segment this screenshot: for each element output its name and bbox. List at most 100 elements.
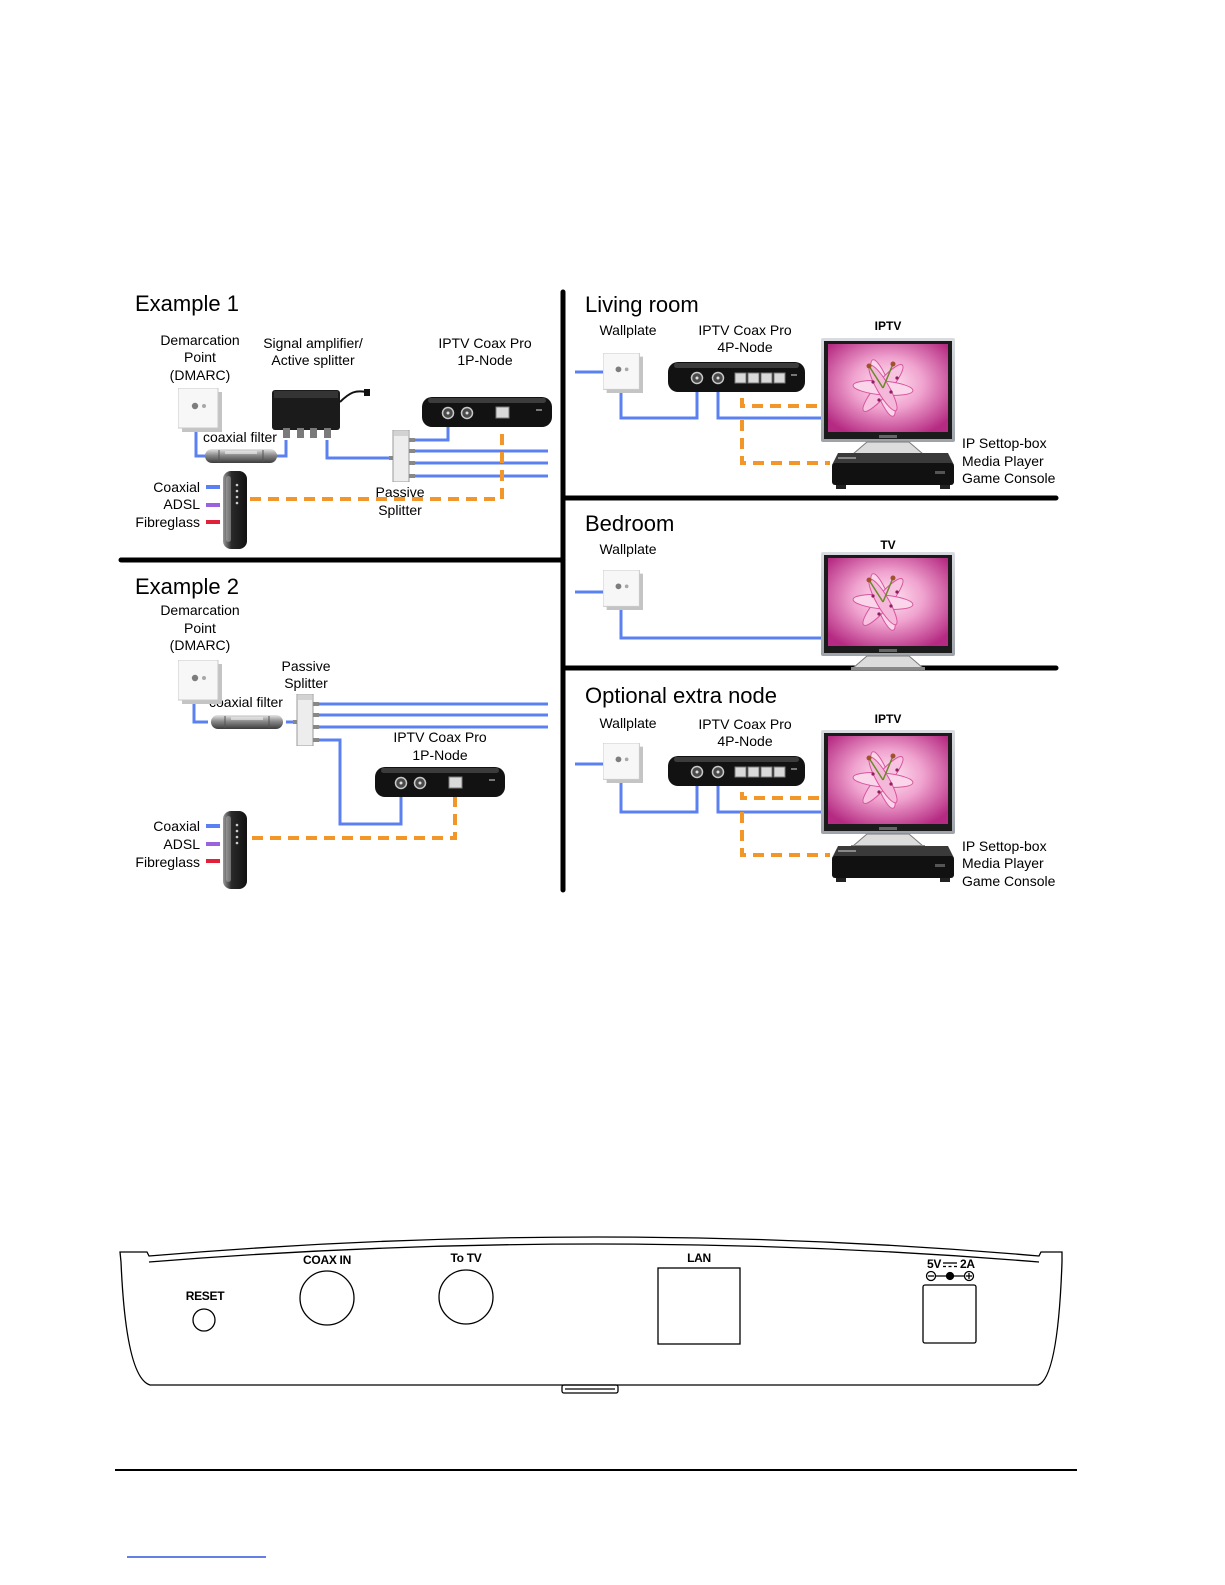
wallplate-icon — [603, 570, 643, 610]
legend-adsl-label: ADSL — [163, 496, 200, 512]
dmarc-label-line-3: (DMARC) — [170, 637, 231, 653]
passive-splitter-icon — [293, 694, 319, 746]
coax-cable — [716, 382, 823, 420]
ethernet-cable — [740, 420, 830, 465]
to-tv-port — [438, 1269, 494, 1325]
rear-panel-outline — [119, 1236, 1063, 1386]
iptv-node-1p-icon — [422, 396, 552, 428]
node-label-line-2: 1P-Node — [457, 352, 512, 368]
device-label-settop: IP Settop-box — [962, 435, 1047, 451]
iptv-node-1p-icon — [375, 766, 505, 798]
node-label-line-2: 4P-Node — [717, 733, 772, 749]
device-label-game-console: Game Console — [962, 873, 1056, 889]
reset-label: RESET — [186, 1289, 225, 1303]
power-current-label: 2A — [960, 1257, 975, 1271]
amplifier-label-line-2: Active splitter — [271, 352, 355, 368]
coaxial-filter-icon — [210, 714, 284, 730]
splitter-label-line-2: Splitter — [378, 502, 422, 518]
legend-coaxial-label: Coaxial — [153, 818, 200, 834]
reset-button — [192, 1308, 216, 1332]
dmarc-label-line-2: Point — [184, 620, 216, 636]
coaxial-filter-label: coaxial filter — [203, 429, 277, 445]
living-room-section: Living room Wallplate IPTV Coax Pro 4P-N… — [575, 292, 1056, 489]
example-1-title: Example 1 — [135, 291, 239, 316]
iptv-node-4p-icon — [668, 755, 805, 787]
dc-symbol-icon — [943, 1262, 957, 1268]
example-1-section: Example 1 Demarcation Point (DMARC) Sign… — [135, 291, 552, 549]
coax-in-label: COAX IN — [303, 1253, 351, 1267]
coax-in-port — [299, 1270, 355, 1326]
tv-icon — [821, 338, 955, 457]
device-label-media-player: Media Player — [962, 453, 1044, 469]
device-label-settop: IP Settop-box — [962, 838, 1047, 854]
tv-icon — [821, 730, 955, 849]
tv-label: IPTV — [875, 712, 902, 726]
rear-panel-drawing — [119, 1236, 1063, 1394]
to-tv-label: To TV — [451, 1251, 482, 1265]
lan-port — [657, 1267, 741, 1345]
node-label-line-2: 4P-Node — [717, 339, 772, 355]
bedroom-title: Bedroom — [585, 511, 674, 536]
extra-node-section: Optional extra node Wallplate IPTV Coax … — [575, 683, 1056, 889]
splitter-label-line-2: Splitter — [284, 675, 328, 691]
coax-cable — [276, 440, 288, 458]
legend-coaxial-label: Coaxial — [153, 479, 200, 495]
example-2-section: Example 2 Demarcation Point (DMARC) Pass… — [135, 574, 548, 889]
coax-cable — [619, 770, 699, 814]
coax-cable — [619, 378, 699, 420]
tv-label: IPTV — [875, 319, 902, 333]
coaxial-filter-icon — [205, 448, 277, 464]
example-2-title: Example 2 — [135, 574, 239, 599]
passive-splitter-icon — [389, 430, 415, 482]
bedroom-section: Bedroom Wallplate TV — [575, 511, 955, 671]
tv-label: TV — [880, 538, 895, 552]
coax-cable — [716, 776, 823, 814]
coax-cable — [192, 700, 208, 724]
legend-fibreglass-label: Fibreglass — [135, 854, 200, 870]
rear-panel-foot — [561, 1384, 619, 1394]
amplifier-label-line-1: Signal amplifier/ — [263, 335, 363, 351]
device-label-game-console: Game Console — [962, 470, 1056, 486]
wallplate-label: Wallplate — [599, 541, 656, 557]
modem-icon — [223, 471, 247, 549]
power-jack — [922, 1284, 977, 1344]
node-label-line-2: 1P-Node — [412, 747, 467, 763]
legend-adsl-label: ADSL — [163, 836, 200, 852]
coax-cable — [194, 428, 206, 458]
coax-cable — [318, 738, 403, 826]
rear-panel-top-edge — [148, 1243, 1040, 1263]
dmarc-label-line-2: Point — [184, 349, 216, 365]
living-room-title: Living room — [585, 292, 699, 317]
wallplate-label: Wallplate — [599, 322, 656, 338]
dmarc-wallplate-icon — [178, 388, 222, 432]
splitter-label-line-1: Passive — [375, 484, 424, 500]
node-label-line-1: IPTV Coax Pro — [698, 716, 792, 732]
polarity-icon — [925, 1270, 975, 1282]
node-label-line-1: IPTV Coax Pro — [698, 322, 792, 338]
signal-amplifier-icon — [272, 388, 371, 439]
ethernet-cable — [252, 786, 457, 840]
ethernet-cable — [740, 812, 830, 857]
wallplate-icon — [603, 353, 643, 393]
coax-cable — [619, 596, 823, 640]
modem-icon — [223, 811, 247, 889]
iptv-node-4p-icon — [668, 361, 805, 393]
settop-box-icon — [832, 846, 954, 882]
coaxial-filter-label: coaxial filter — [209, 694, 283, 710]
extra-node-title: Optional extra node — [585, 683, 777, 708]
coax-cable — [325, 440, 390, 460]
settop-box-icon — [832, 453, 954, 489]
dmarc-label-line-1: Demarcation — [160, 602, 239, 618]
device-label-media-player: Media Player — [962, 855, 1044, 871]
dmarc-wallplate-icon — [178, 660, 222, 704]
lan-label: LAN — [687, 1251, 711, 1265]
ethernet-cable — [250, 416, 504, 501]
wallplate-label: Wallplate — [599, 715, 656, 731]
legend-fibreglass-label: Fibreglass — [135, 514, 200, 530]
dmarc-label-line-1: Demarcation — [160, 332, 239, 348]
splitter-label-line-1: Passive — [281, 658, 330, 674]
wallplate-icon — [603, 743, 643, 783]
tv-icon — [821, 552, 955, 671]
dmarc-label-line-3: (DMARC) — [170, 367, 231, 383]
